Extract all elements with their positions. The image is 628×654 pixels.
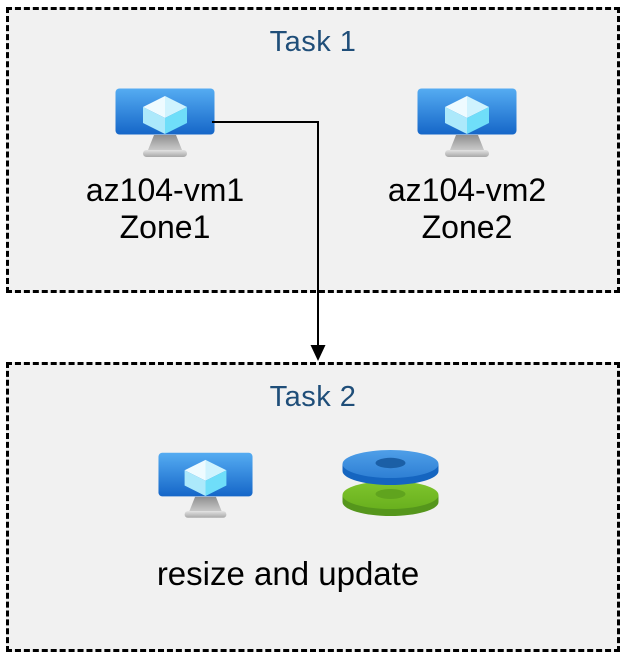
vm-group-az104-vm1: az104-vm1 Zone1 — [65, 88, 265, 246]
vm-label: az104-vm2 Zone2 — [388, 172, 546, 246]
vm-name: az104-vm1 — [85, 172, 245, 208]
task2-box: Task 2 resize and update — [6, 362, 620, 652]
virtual-machine-icon — [417, 88, 517, 157]
vm-zone: Zone1 — [119, 209, 211, 245]
virtual-machine-icon — [115, 88, 215, 157]
task2-title: Task 2 — [269, 381, 357, 413]
arrowhead-icon — [310, 345, 326, 361]
vm-name: az104-vm2 — [387, 172, 547, 208]
task1-box: Task 1 az104-vm1 Zone1 — [6, 7, 620, 293]
task2-caption: resize and update — [156, 555, 420, 592]
vm-zone: Zone2 — [421, 209, 513, 245]
task1-title: Task 1 — [269, 26, 357, 58]
virtual-machine-icon — [158, 452, 253, 518]
managed-disks-icon — [342, 450, 439, 516]
vm-group-az104-vm2: az104-vm2 Zone2 — [367, 88, 567, 246]
vm-label: az104-vm1 Zone1 — [86, 172, 244, 246]
